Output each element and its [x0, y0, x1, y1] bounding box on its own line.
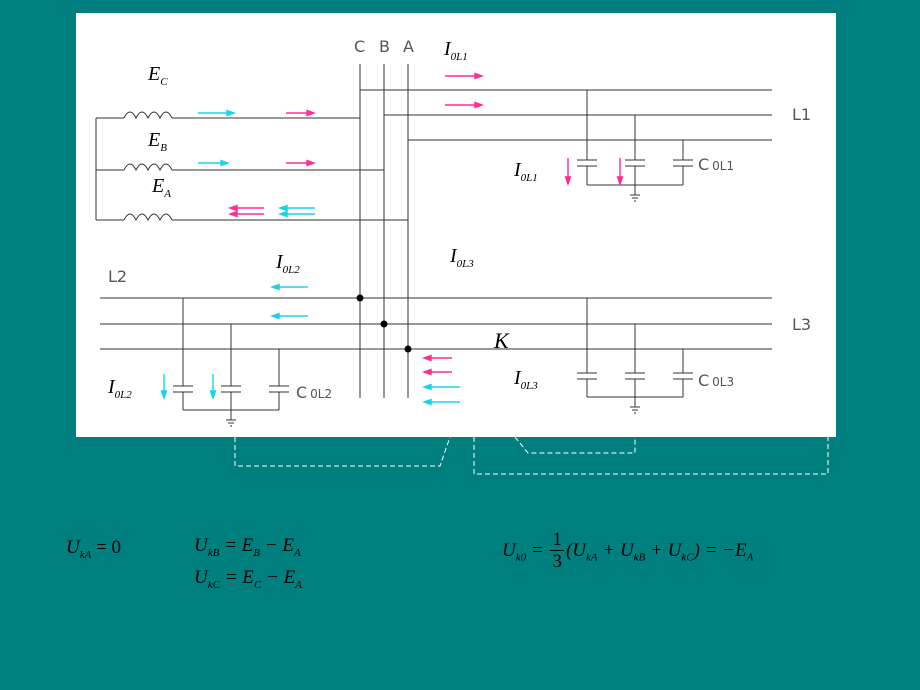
emf-a-label: EA [151, 175, 171, 200]
line-l1-label: L1 [792, 105, 811, 124]
junction-dots [356, 294, 412, 353]
emf-b-label: EB [147, 129, 167, 154]
line-l3-label: L3 [792, 315, 811, 334]
current-0l2-top-label: I0L2 [275, 251, 300, 276]
fault-k-label: K [493, 328, 510, 353]
dashed-outlines [234, 436, 829, 475]
current-0l3-top-label: I0L3 [449, 245, 474, 270]
equation-ukA: UkA = 0 [66, 537, 122, 561]
equation-ukC: UkC = EC − EA [194, 567, 302, 591]
phase-a-label: A [403, 37, 414, 56]
line-l2-label: L2 [108, 267, 127, 286]
phase-b-label: B [379, 37, 390, 56]
phase-c-label: C [354, 37, 365, 56]
current-arrows [160, 72, 624, 406]
winding-a [123, 213, 173, 222]
equation-ukB: UkB = EB − EA [194, 535, 301, 559]
winding-c [123, 111, 173, 120]
current-0l3-label: I0L3 [513, 367, 538, 392]
emf-c-label: EC [147, 63, 168, 88]
winding-b [123, 163, 173, 172]
current-0l1-label: I0L1 [513, 159, 538, 184]
wiring [95, 64, 772, 427]
diagram-panel [76, 13, 836, 437]
current-0l1-top-label: I0L1 [443, 38, 468, 63]
current-0l2-label: I0L2 [107, 376, 132, 401]
